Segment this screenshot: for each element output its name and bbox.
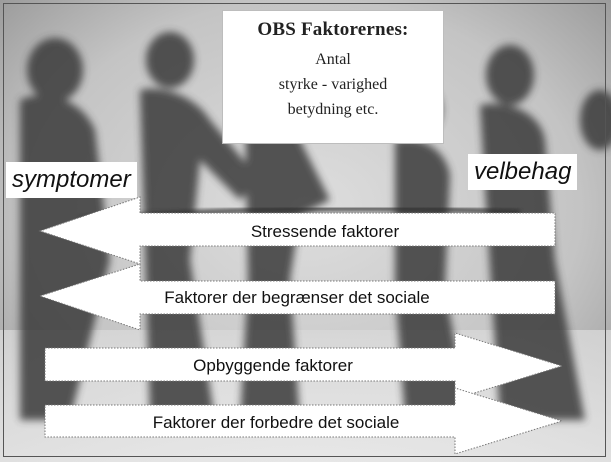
arrow-improving-social-factors: Faktorer der forbedre det sociale xyxy=(44,387,564,455)
arrow-right-shape-3 xyxy=(44,332,564,400)
arrow-stress-factors: Stressende faktorer xyxy=(38,196,556,265)
arrow-building-factors: Opbyggende faktorer xyxy=(44,332,564,400)
arrow-label-improving-social-factors: Faktorer der forbedre det sociale xyxy=(153,413,400,432)
arrow-right-shape-4 xyxy=(44,387,564,455)
label-symptoms: symptomer xyxy=(6,162,137,198)
info-box-line-count: Antal xyxy=(315,51,351,68)
arrow-label-building-factors: Opbyggende faktorer xyxy=(193,356,353,375)
arrow-left-shape-1 xyxy=(38,196,556,265)
info-box-line-strength-duration: styrke - varighed xyxy=(278,76,388,93)
info-box: OBS Faktorernes: Antal styrke - varighed… xyxy=(222,10,444,144)
arrow-left-shape-2 xyxy=(38,263,556,331)
arrow-label-limiting-social-factors: Faktorer der begrænser det sociale xyxy=(164,288,430,307)
info-box-title: OBS Faktorernes: xyxy=(257,19,409,40)
arrow-limiting-social-factors: Faktorer der begrænser det sociale xyxy=(38,263,556,331)
arrow-label-stress-factors: Stressende faktorer xyxy=(251,222,400,241)
info-box-line-significance: betydning etc. xyxy=(287,101,379,118)
label-wellbeing: velbehag xyxy=(468,154,578,190)
